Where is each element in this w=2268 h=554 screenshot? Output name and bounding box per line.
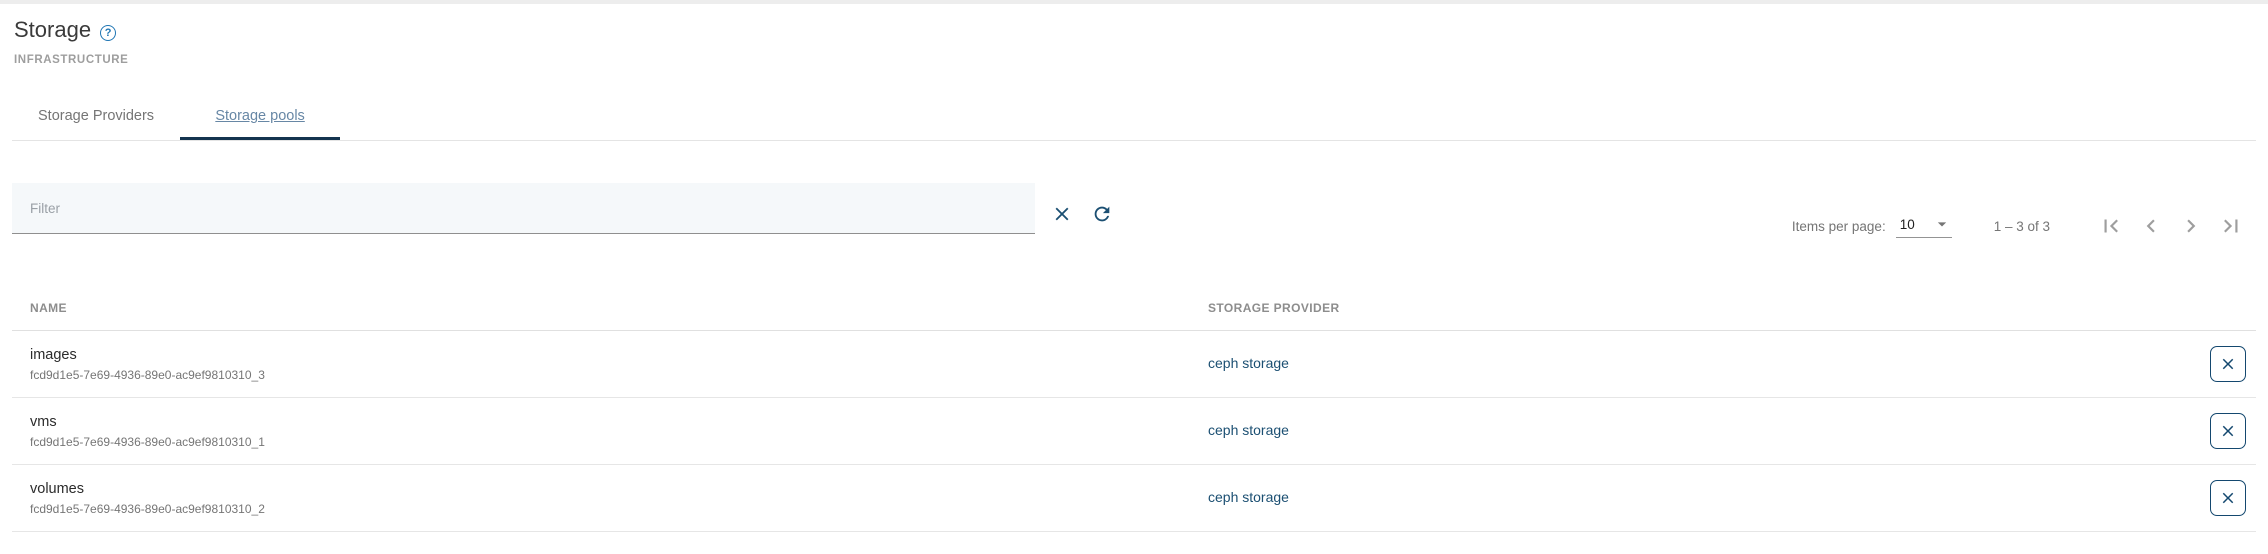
pool-name-cell: vms fcd9d1e5-7e69-4936-89e0-ac9ef9810310… (12, 414, 1208, 449)
pool-name-cell: volumes fcd9d1e5-7e69-4936-89e0-ac9ef981… (12, 481, 1208, 516)
delete-pool-button[interactable] (2210, 413, 2246, 449)
last-page-icon (2218, 213, 2244, 239)
table-header-row: NAME STORAGE PROVIDER (12, 286, 2256, 331)
pool-name: volumes (30, 480, 84, 497)
close-icon (1051, 203, 1073, 225)
pool-id: fcd9d1e5-7e69-4936-89e0-ac9ef9810310_2 (30, 501, 265, 516)
items-per-page-label: Items per page: (1791, 218, 1886, 234)
storage-pools-table: NAME STORAGE PROVIDER images fcd9d1e5-7e… (12, 286, 2256, 532)
row-actions-cell (2186, 413, 2256, 449)
refresh-button[interactable] (1087, 199, 1117, 229)
breadcrumb-section-label: INFRASTRUCTURE (14, 54, 129, 66)
close-icon (2219, 355, 2237, 373)
storage-provider-cell: ceph storage (1208, 422, 2186, 440)
close-icon (2219, 422, 2237, 440)
tab-storage-providers[interactable]: Storage Providers (12, 92, 180, 140)
close-icon (2219, 489, 2237, 507)
column-header-name: NAME (30, 301, 67, 315)
items-per-page-value: 10 (1899, 216, 1915, 232)
next-page-button[interactable] (2178, 213, 2204, 239)
title-row: Storage ? (14, 17, 2256, 43)
page-range-label: 1 – 3 of 3 (1993, 218, 2050, 234)
top-strip (0, 0, 2268, 4)
help-icon[interactable]: ? (100, 25, 117, 41)
filter-input[interactable] (28, 199, 1019, 217)
delete-pool-button[interactable] (2210, 346, 2246, 382)
storage-provider-cell: ceph storage (1208, 489, 2186, 507)
pool-id: fcd9d1e5-7e69-4936-89e0-ac9ef9810310_1 (30, 434, 265, 449)
storage-page: Storage ? INFRASTRUCTURE Storage Provide… (0, 17, 2268, 532)
first-page-icon (2098, 213, 2124, 239)
items-per-page-select[interactable]: 10 (1895, 214, 1952, 238)
row-actions-cell (2186, 480, 2256, 516)
tab-storage-pools-label: Storage pools (215, 108, 305, 124)
table-row: volumes fcd9d1e5-7e69-4936-89e0-ac9ef981… (12, 465, 2256, 532)
storage-provider-link[interactable]: ceph storage (1208, 422, 1289, 438)
row-actions-cell (2186, 346, 2256, 382)
chevron-right-icon (2178, 213, 2204, 239)
last-page-button[interactable] (2218, 213, 2244, 239)
storage-provider-cell: ceph storage (1208, 355, 2186, 373)
page-title: Storage (14, 17, 92, 42)
refresh-icon (1091, 203, 1113, 225)
previous-page-button[interactable] (2138, 213, 2164, 239)
toolbar: Items per page: 10 1 – 3 of 3 (12, 183, 2256, 239)
paginator: Items per page: 10 1 – 3 of 3 (1792, 213, 2256, 239)
pool-name: images (30, 346, 77, 363)
tab-storage-providers-label: Storage Providers (38, 108, 155, 124)
table-row: vms fcd9d1e5-7e69-4936-89e0-ac9ef9810310… (12, 398, 2256, 465)
pool-name: vms (30, 413, 57, 430)
first-page-button[interactable] (2098, 213, 2124, 239)
table-row: images fcd9d1e5-7e69-4936-89e0-ac9ef9810… (12, 331, 2256, 398)
column-header-storage-provider: STORAGE PROVIDER (1208, 301, 1340, 315)
tab-storage-pools[interactable]: Storage pools (180, 92, 341, 140)
delete-pool-button[interactable] (2210, 480, 2246, 516)
storage-provider-link[interactable]: ceph storage (1208, 489, 1289, 505)
pool-name-cell: images fcd9d1e5-7e69-4936-89e0-ac9ef9810… (12, 347, 1208, 382)
chevron-down-icon (1932, 214, 1952, 234)
chevron-left-icon (2138, 213, 2164, 239)
pool-id: fcd9d1e5-7e69-4936-89e0-ac9ef9810310_3 (30, 367, 265, 382)
clear-filter-button[interactable] (1047, 199, 1077, 229)
pagination-controls (2084, 213, 2244, 239)
storage-provider-link[interactable]: ceph storage (1208, 355, 1289, 371)
filter-field[interactable] (12, 183, 1035, 234)
tab-bar: Storage Providers Storage pools (12, 92, 2256, 141)
